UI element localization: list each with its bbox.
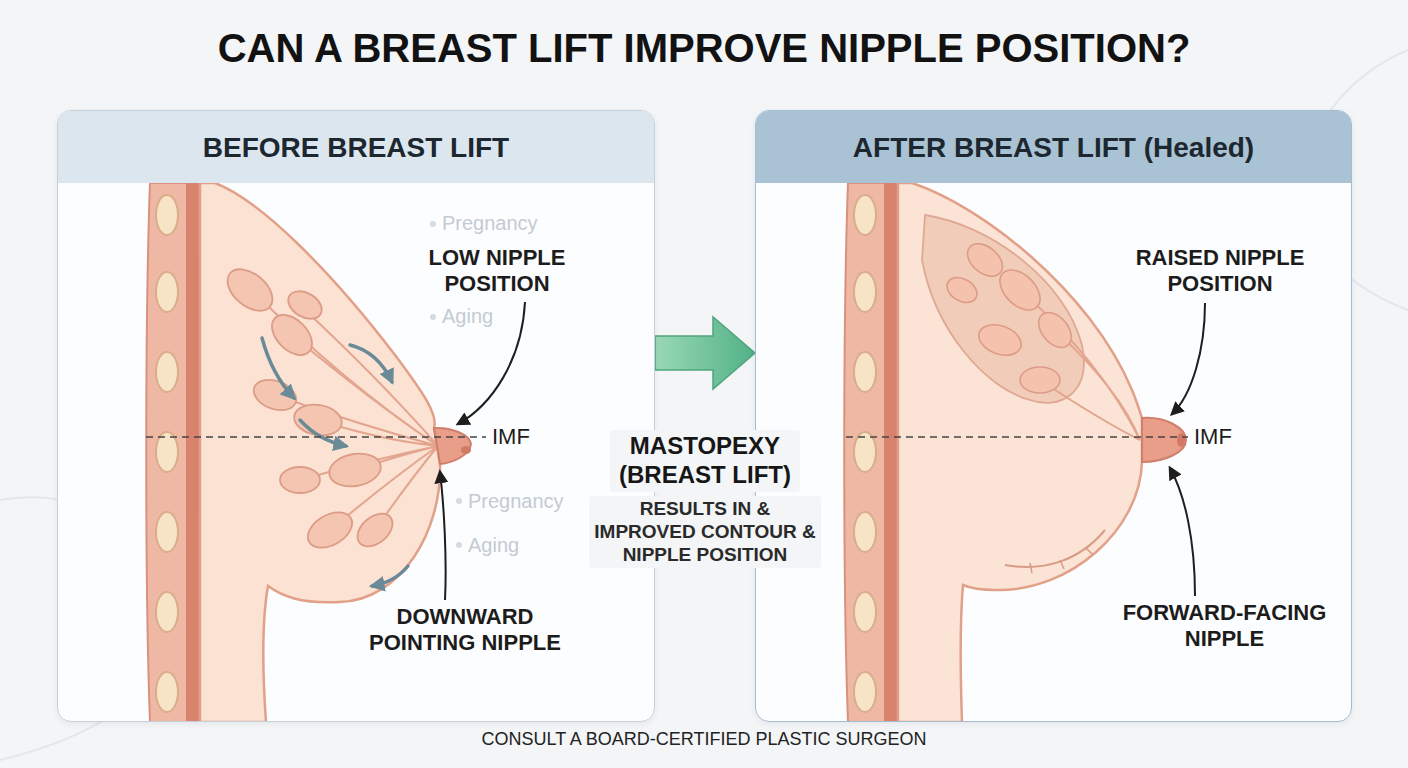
sag-arrow	[350, 345, 392, 382]
leader-line	[1172, 303, 1205, 414]
gland-lobule	[992, 262, 1047, 317]
rib	[854, 512, 876, 552]
panel-heading: BEFORE BREAST LIFT	[58, 111, 654, 183]
sag-arrows	[262, 338, 408, 586]
sag-arrow	[372, 566, 408, 586]
gland-lobule	[943, 272, 982, 307]
panel-heading: AFTER BREAST LIFT (Healed)	[756, 111, 1351, 183]
process-arrow	[655, 317, 755, 389]
procedure-label: MASTOPEXY (BREAST LIFT)	[610, 430, 800, 492]
callout-label: LOW NIPPLE POSITION	[417, 245, 577, 298]
watermark-text: Aging	[468, 533, 548, 557]
after-illustration	[844, 183, 1186, 721]
gland-lobule	[283, 286, 326, 325]
milk-ducts	[1020, 290, 1140, 440]
gland-lobule	[220, 261, 280, 319]
rib	[854, 672, 876, 712]
nipple-tip	[461, 446, 471, 454]
gland-lobule	[1020, 367, 1060, 393]
bullet	[430, 314, 436, 320]
healed-scar	[1005, 530, 1105, 567]
bullet	[430, 221, 436, 227]
areola	[434, 428, 471, 464]
scar-stitches	[1030, 548, 1093, 573]
areola	[1142, 418, 1186, 462]
rib	[854, 195, 876, 235]
page-title: CAN A BREAST LIFT IMPROVE NIPPLE POSITIO…	[0, 24, 1408, 72]
gland-lobule	[280, 467, 320, 493]
sag-arrow	[300, 420, 346, 446]
rib	[156, 592, 178, 632]
procedure-note: RESULTS IN & IMPROVED CONTOUR & NIPPLE P…	[589, 496, 821, 568]
panel-ground	[755, 110, 1352, 722]
gland-lobules	[943, 237, 1078, 393]
rib	[156, 672, 178, 712]
rib	[854, 272, 876, 312]
nipple-tip	[1177, 433, 1185, 447]
leader-line	[440, 472, 446, 600]
rib	[854, 352, 876, 392]
imf-label: IMF	[492, 424, 544, 450]
watermark-text: Pregnancy	[468, 489, 588, 513]
bullet	[456, 542, 462, 548]
watermark-text: Pregnancy	[442, 211, 562, 235]
callout-label: RAISED NIPPLE POSITION	[1120, 245, 1320, 298]
rib	[156, 432, 178, 472]
panel-box: BEFORE BREAST LIFT	[57, 110, 655, 722]
rib	[854, 432, 876, 472]
imf-label: IMF	[1194, 424, 1246, 450]
leader-line	[1170, 468, 1195, 596]
imf-line	[846, 436, 1188, 438]
gland-lobule	[351, 507, 398, 553]
ribs	[156, 195, 178, 712]
watermark-bullets	[430, 221, 462, 548]
rib	[156, 195, 178, 235]
callout-label: DOWNWARD POINTING NIPPLE	[350, 604, 580, 657]
connectors	[655, 317, 755, 389]
breast-outline	[898, 183, 1142, 721]
callout-label: FORWARD-FACING NIPPLE	[1112, 600, 1337, 653]
rib	[854, 592, 876, 632]
rib	[156, 352, 178, 392]
chest-wall	[844, 183, 903, 721]
gland-lobule	[302, 505, 359, 555]
rib	[156, 272, 178, 312]
watermark-text: Aging	[442, 304, 522, 328]
rib	[156, 512, 178, 552]
ribs	[854, 195, 876, 712]
page-caption: CONSULT A BOARD-CERTIFIED PLASTIC SURGEO…	[0, 729, 1408, 751]
chest-wall	[146, 183, 205, 721]
gland-lobule	[327, 450, 384, 491]
gland-tissue	[922, 215, 1084, 403]
gland-lobule	[975, 319, 1026, 360]
gland-lobule	[1032, 306, 1078, 353]
sag-arrow	[262, 338, 294, 398]
panel-ground	[57, 110, 655, 722]
bullet	[456, 498, 462, 504]
gland-lobules	[220, 261, 399, 555]
imf-line	[146, 436, 486, 438]
